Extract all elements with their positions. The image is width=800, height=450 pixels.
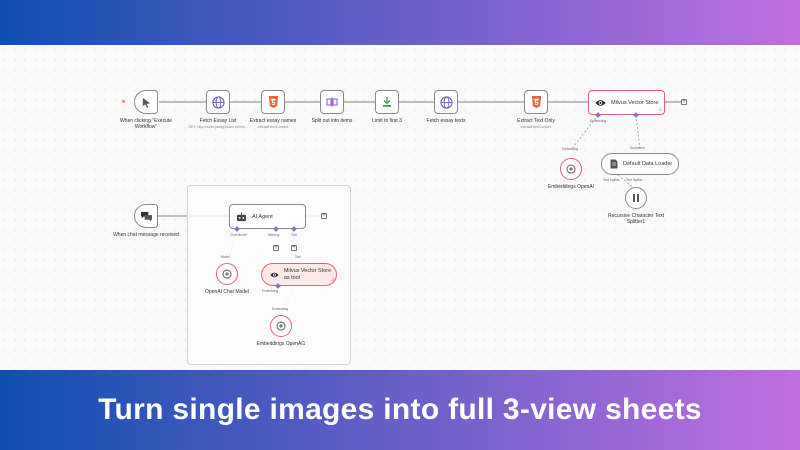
add-tool-button[interactable]: + bbox=[291, 245, 297, 251]
add-memory-button[interactable]: + bbox=[273, 245, 279, 251]
globe-icon bbox=[211, 95, 225, 109]
openai-icon bbox=[566, 164, 576, 174]
splitter-icon bbox=[633, 194, 639, 202]
robot-icon bbox=[236, 211, 247, 221]
node-label-recursive-text-splitter: Recursive Character Text Splitter1 bbox=[607, 213, 665, 226]
embeddings-top-port-label: Embedding bbox=[562, 147, 579, 151]
node-label-split-out-items: Split out into items bbox=[311, 118, 353, 124]
vs-port-label-embedding: Embedding bbox=[590, 119, 607, 123]
node-label-milvus-vector-store-tool: Milvus Vector Store as tool bbox=[283, 268, 332, 281]
node-milvus-vector-store[interactable]: Milvus Vector Store bbox=[588, 90, 665, 115]
embeddings-bottom-port-label: Embedding bbox=[272, 307, 289, 311]
node-sub-fetch-essay-list: GET: http://www.paulgraham.com/a... bbox=[188, 125, 248, 129]
connection-lines bbox=[158, 101, 681, 316]
warning-icon: ⚠ bbox=[331, 277, 336, 283]
globe-icon bbox=[439, 95, 453, 109]
node-execute-workflow-trigger[interactable] bbox=[134, 90, 158, 114]
agent-port-label-memory: Memory bbox=[268, 233, 280, 237]
node-sub-extract-text-only: extractHtmlContent bbox=[520, 125, 552, 129]
node-label-milvus-vector-store: Milvus Vector Store bbox=[611, 99, 659, 106]
cursor-icon bbox=[142, 97, 150, 108]
vs-tool-port-label: Tool bbox=[295, 255, 301, 259]
trigger-start-marker bbox=[122, 100, 125, 103]
agent-port-label-model: Chat Model* bbox=[230, 233, 248, 237]
node-label-extract-text-only: Extract Text Only bbox=[517, 118, 555, 124]
node-split-out-items[interactable] bbox=[320, 90, 344, 114]
vs-port-label-document: Document bbox=[630, 146, 645, 150]
node-label-extract-essay-names: Extract essay names bbox=[249, 118, 297, 124]
node-label-fetch-essay-list: Fetch Essay List bbox=[199, 118, 237, 124]
add-node-button-agent[interactable]: + bbox=[321, 213, 327, 219]
split-icon bbox=[326, 97, 338, 107]
node-extract-text-only[interactable] bbox=[524, 90, 548, 114]
html5-icon bbox=[531, 96, 541, 108]
bottom-gradient-band bbox=[0, 370, 800, 450]
eye-icon bbox=[595, 99, 606, 106]
node-label-openai-chat-model: OpenAI Chat Model bbox=[205, 289, 249, 295]
node-label-embeddings-openai: Embeddings OpenAI bbox=[547, 184, 595, 190]
agent-port-label-tool: Tool bbox=[291, 233, 297, 237]
vs-tool-port-label-embedding: Embedding bbox=[262, 289, 279, 293]
warning-icon: ⚠ bbox=[658, 107, 663, 113]
banner-title: Turn single images into full 3-view shee… bbox=[98, 393, 702, 426]
node-embeddings-openai[interactable] bbox=[560, 158, 582, 180]
node-extract-essay-names[interactable] bbox=[261, 90, 285, 114]
node-embeddings-openai-1[interactable] bbox=[270, 315, 292, 337]
top-gradient-band bbox=[0, 0, 800, 45]
node-label-ai-agent: AI Agent bbox=[252, 213, 273, 220]
node-default-data-loader[interactable]: Default Data Loader bbox=[601, 153, 679, 175]
node-fetch-essay-list[interactable] bbox=[206, 90, 230, 114]
node-label-chat-trigger: When chat message received bbox=[113, 232, 179, 238]
eye-icon bbox=[270, 272, 279, 277]
node-label-default-data-loader: Default Data Loader bbox=[623, 160, 673, 167]
node-label-trigger: When clicking "Execute Workflow" bbox=[119, 118, 173, 131]
add-node-button-top[interactable]: + bbox=[681, 99, 687, 105]
node-sub-extract-essay-names: extractHtmlContent bbox=[257, 125, 289, 129]
node-openai-chat-model[interactable] bbox=[216, 263, 238, 285]
limit-icon bbox=[383, 97, 391, 107]
node-limit-first-3[interactable] bbox=[375, 90, 399, 114]
node-chat-trigger[interactable] bbox=[134, 204, 158, 228]
node-recursive-text-splitter[interactable] bbox=[625, 187, 647, 209]
document-icon bbox=[610, 159, 618, 169]
html5-icon bbox=[268, 96, 278, 108]
data-loader-port-label: Text Splitter bbox=[603, 178, 620, 182]
chat-icon bbox=[140, 211, 152, 222]
chat-model-port-label: Model bbox=[221, 255, 230, 259]
node-label-limit-first-3: Limit to first 3 bbox=[372, 118, 402, 124]
splitter-port-label: Text Splitter bbox=[626, 178, 643, 182]
node-label-fetch-essay-texts: Fetch essay texts bbox=[426, 118, 466, 124]
node-ai-agent[interactable]: AI Agent bbox=[229, 204, 306, 229]
node-label-embeddings-openai-1: Embeddings OpenAI1 bbox=[256, 341, 306, 347]
openai-icon bbox=[222, 269, 232, 279]
node-fetch-essay-texts[interactable] bbox=[434, 90, 458, 114]
node-milvus-vector-store-tool[interactable]: Milvus Vector Store as tool bbox=[261, 263, 337, 286]
workflow-canvas[interactable]: When clicking "Execute Workflow" Fetch E… bbox=[0, 45, 800, 370]
openai-icon bbox=[276, 321, 286, 331]
